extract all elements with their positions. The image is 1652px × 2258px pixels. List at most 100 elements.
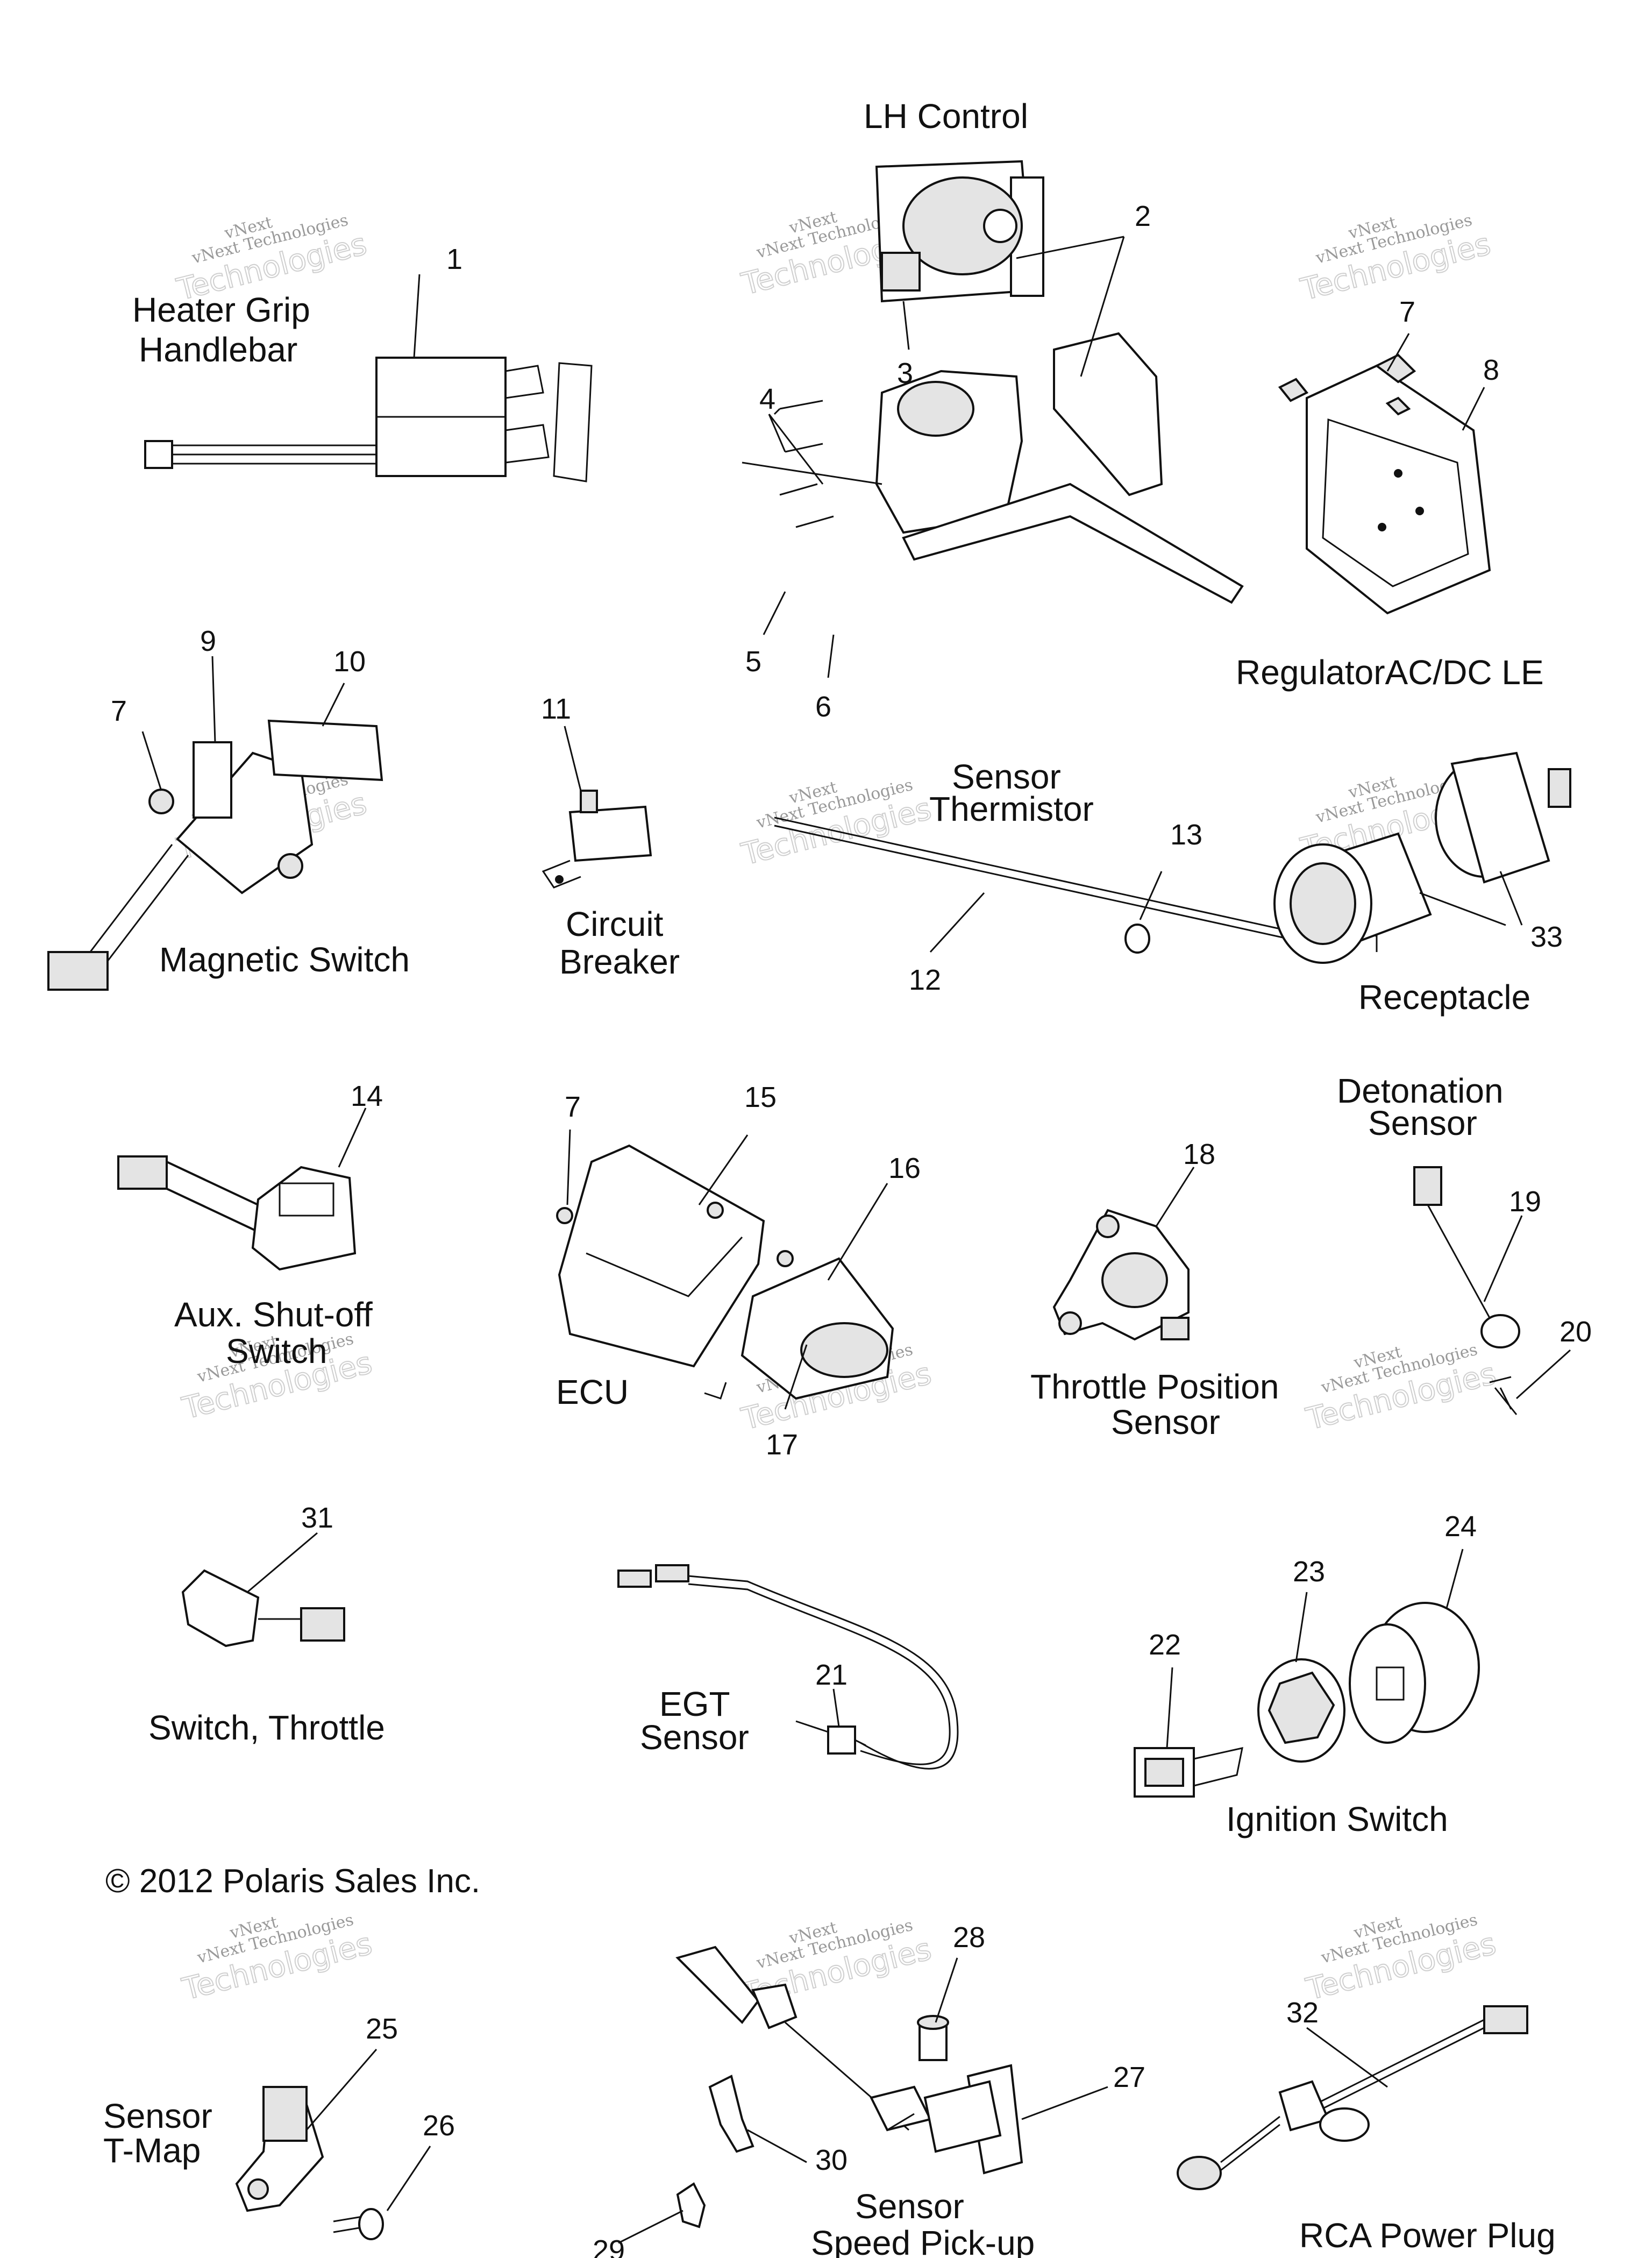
tmap-label-2: T-Map: [103, 2131, 201, 2170]
heater-grip-label-2: Handlebar: [139, 330, 297, 369]
watermark: vNext vNext Technologies Technologies: [178, 1911, 376, 2008]
callout-27: 27: [1113, 2061, 1145, 2093]
bolt-26-part: [333, 2208, 384, 2240]
ignition-label: Ignition Switch: [1226, 1800, 1448, 1838]
detonation-group: Detonation Sensor 19 20: [1337, 1071, 1592, 1415]
regulator-label: RegulatorAC/DC LE: [1236, 653, 1544, 692]
bolt-20-part: [1489, 1376, 1518, 1415]
switch-throttle-part: [181, 1569, 345, 1648]
callout-13: 13: [1170, 819, 1202, 851]
receptacle-label: Receptacle: [1358, 978, 1530, 1017]
callout-2: 2: [1135, 200, 1151, 232]
detonation-label-2: Sensor: [1368, 1104, 1477, 1142]
rca-group: 32 RCA Power Plug: [1177, 1997, 1556, 2255]
speed-sensor-label-2: Speed Pick-up: [811, 2224, 1035, 2258]
watermark: vNext vNext Technologies Technologies: [737, 776, 935, 873]
ecu-label: ECU: [556, 1373, 629, 1411]
callout-10: 10: [333, 645, 366, 678]
callout-7-ecu: 7: [565, 1091, 581, 1123]
callout-28: 28: [953, 1921, 985, 1954]
callout-17: 17: [766, 1429, 798, 1461]
callout-30: 30: [815, 2144, 848, 2176]
heater-grip-part: [144, 357, 593, 482]
callout-22: 22: [1149, 1629, 1181, 1661]
watermark: vNext vNext Technologies Technologies: [1302, 1340, 1500, 1438]
ecu-group: 7 15 16 17 ECU: [556, 1081, 921, 1461]
magnetic-switch-group: 9 7 10 Magnetic Switch: [47, 625, 410, 991]
callout-19: 19: [1509, 1185, 1541, 1218]
receptacle-part: [1273, 751, 1571, 964]
clip-30-part: [708, 2075, 754, 2153]
egt-label: EGT: [659, 1685, 730, 1723]
speed-sensor-label: Sensor: [855, 2187, 964, 2226]
callout-11: 11: [541, 693, 571, 725]
magnetic-switch-label: Magnetic Switch: [159, 940, 410, 979]
callout-15: 15: [744, 1081, 777, 1113]
callout-20: 20: [1560, 1316, 1592, 1348]
tps-label-2: Sensor: [1111, 1403, 1220, 1442]
detonation-sensor-part: [1413, 1166, 1520, 1348]
callout-9: 9: [200, 625, 216, 657]
lh-control-housing: [742, 332, 1244, 604]
bolt-28-part: [917, 2015, 949, 2061]
aux-shutoff-label-2: Switch: [226, 1332, 327, 1371]
tps-label: Throttle Position: [1030, 1367, 1279, 1406]
switch-throttle-group: 31 Switch, Throttle: [148, 1502, 385, 1747]
sensor-thermistor-group: Sensor Thermistor 12 13: [774, 757, 1378, 996]
watermark: vNext vNext Technologies Technologies: [1302, 1911, 1500, 2008]
lh-control-group: LH Control 2 3 4 5 6: [742, 97, 1244, 723]
watermark: vNext vNext Technologies Technologies: [1297, 211, 1494, 308]
callout-1: 1: [446, 243, 462, 275]
callout-6: 6: [815, 691, 831, 723]
aux-shutoff-label: Aux. Shut-off: [174, 1295, 373, 1334]
callout-7-magnetic: 7: [111, 695, 127, 727]
regulator-part: [1278, 353, 1491, 615]
callout-7-regulator: 7: [1399, 296, 1415, 328]
sensor-thermistor-label-2: Thermistor: [929, 790, 1094, 828]
clip-29-part: [676, 2182, 706, 2228]
speed-sensor-group: 28 27 30 29 Sensor Speed Pick-up: [593, 1921, 1145, 2258]
receptacle-group: 33 Receptacle: [1273, 751, 1571, 1017]
tps-part: [1052, 1209, 1190, 1341]
callout-31: 31: [301, 1502, 333, 1534]
sensor-thermistor-label: Sensor: [952, 757, 1061, 796]
circuit-breaker-group: 11 Circuit Breaker: [541, 693, 680, 981]
callout-14: 14: [351, 1080, 383, 1112]
ignition-group: 22 23 24 Ignition Switch: [1134, 1510, 1480, 1838]
magnetic-switch-part: [47, 719, 383, 991]
callout-5: 5: [745, 645, 761, 678]
lh-control-label: LH Control: [864, 97, 1028, 136]
tps-group: 18 Throttle Position Sensor: [1030, 1138, 1279, 1442]
rca-power-plug-part: [1177, 2005, 1528, 2190]
aux-shutoff-part: [117, 1155, 357, 1271]
callout-33: 33: [1530, 921, 1563, 953]
callout-25: 25: [366, 2013, 398, 2045]
callout-4: 4: [759, 383, 775, 415]
heater-grip-group: Heater Grip Handlebar 1: [132, 243, 593, 482]
circuit-breaker-part: [542, 790, 652, 889]
copyright-text: © 2012 Polaris Sales Inc.: [105, 1863, 480, 1900]
detonation-label: Detonation: [1337, 1071, 1504, 1110]
tmap-group: Sensor T-Map 25 26: [103, 2013, 455, 2240]
callout-24: 24: [1444, 1510, 1477, 1543]
lh-control-inset: [875, 160, 1044, 303]
lh-control-screws: [779, 400, 834, 528]
aux-shutoff-group: 14 Aux. Shut-off Switch: [117, 1080, 383, 1371]
circuit-breaker-label: Circuit: [566, 905, 664, 943]
callout-18: 18: [1183, 1138, 1215, 1170]
callout-26: 26: [423, 2110, 455, 2142]
key-part: [1134, 1747, 1243, 1798]
washer-part: [1124, 924, 1150, 954]
speed-sensor-part: [675, 1945, 1023, 2175]
callout-16: 16: [888, 1152, 921, 1184]
callout-29: 29: [593, 2234, 625, 2258]
ecu-part: [556, 1144, 894, 1400]
callout-23: 23: [1293, 1556, 1325, 1588]
tmap-label: Sensor: [103, 2097, 212, 2135]
heater-grip-label: Heater Grip: [132, 290, 310, 329]
callout-32: 32: [1286, 1997, 1319, 2029]
callout-8: 8: [1483, 354, 1499, 386]
rca-label: RCA Power Plug: [1299, 2216, 1556, 2255]
circuit-breaker-label-2: Breaker: [559, 942, 680, 981]
